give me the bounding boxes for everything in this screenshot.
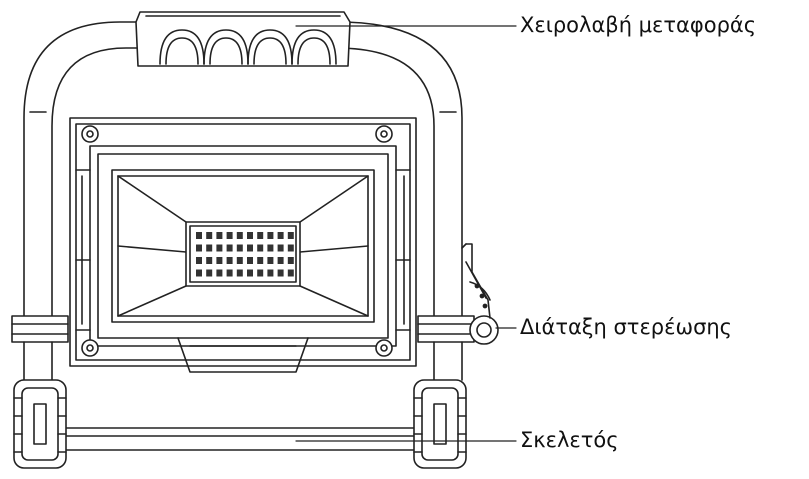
- led-chip: [206, 244, 213, 252]
- led-chip: [206, 269, 213, 277]
- led-chip: [216, 232, 223, 239]
- led-chip: [206, 232, 213, 239]
- led-chip: [277, 269, 284, 277]
- led-chip: [257, 244, 264, 252]
- led-chip: [196, 232, 202, 239]
- led-dots: [196, 232, 294, 277]
- led-chip: [257, 257, 264, 264]
- led-chip: [247, 257, 253, 264]
- led-chip: [206, 257, 213, 264]
- led-chip: [236, 232, 243, 239]
- led-chip: [247, 232, 253, 239]
- label-frame: Σκελετός: [520, 428, 619, 452]
- led-chip: [226, 244, 233, 252]
- led-chip: [226, 257, 233, 264]
- led-chip: [236, 269, 243, 277]
- led-chip: [216, 269, 223, 277]
- led-chip: [287, 257, 294, 264]
- pivot-brackets: [11, 315, 475, 343]
- led-chip: [267, 232, 274, 239]
- led-chip: [236, 257, 243, 264]
- led-chip: [257, 269, 264, 277]
- led-chip: [247, 244, 253, 252]
- leader-lines: [295, 25, 517, 442]
- wheel-left: [13, 379, 67, 469]
- led-chip: [267, 269, 274, 277]
- led-chip: [287, 269, 294, 277]
- led-chip: [226, 232, 233, 239]
- label-carrying-handle: Χειρολαβή μεταφοράς: [520, 13, 757, 37]
- led-chip: [226, 269, 233, 277]
- locking-knob: [461, 243, 499, 345]
- carrying-handle: [135, 11, 351, 67]
- led-chip: [196, 244, 202, 252]
- led-chip: [277, 244, 284, 252]
- led-chip: [216, 244, 223, 252]
- led-chip: [257, 232, 264, 239]
- wheel-right: [413, 379, 467, 469]
- led-chip: [267, 257, 274, 264]
- led-chip: [287, 244, 294, 252]
- led-chip: [277, 257, 284, 264]
- led-chip: [267, 244, 274, 252]
- led-chip: [216, 257, 223, 264]
- led-chip: [196, 269, 202, 277]
- led-chip: [236, 244, 243, 252]
- led-chip: [287, 232, 294, 239]
- label-locking-mechanism: Διάταξη στερέωσης: [520, 315, 733, 339]
- led-chip: [277, 232, 284, 239]
- led-chip: [196, 257, 202, 264]
- led-chip: [247, 269, 253, 277]
